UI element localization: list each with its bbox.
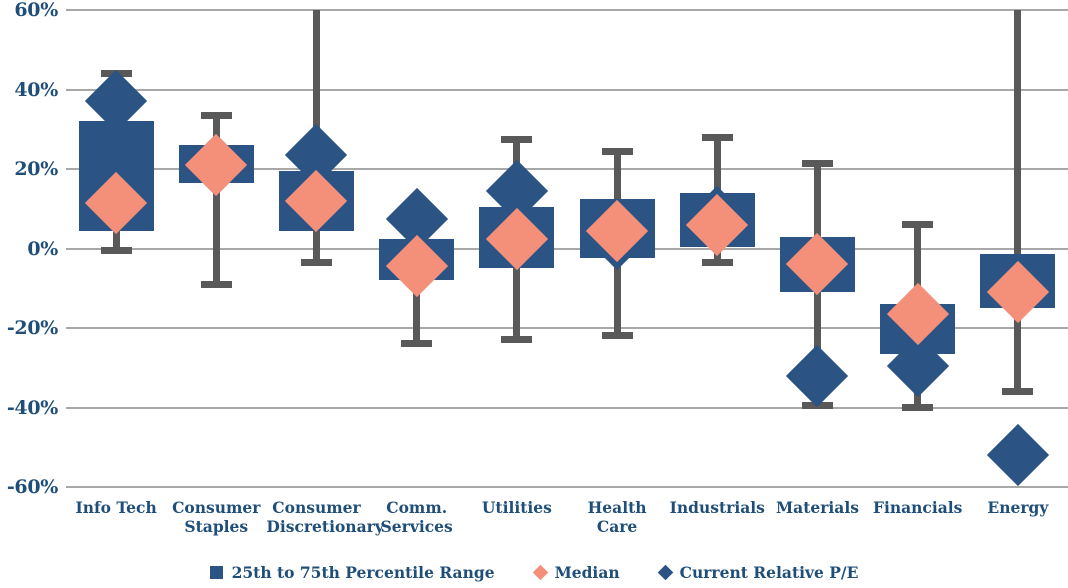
legend-item-median[interactable]: Median — [532, 562, 620, 582]
legend-label: Median — [554, 562, 620, 582]
y-axis-tick-label: -40% — [6, 396, 58, 419]
current-pe-marker — [786, 344, 849, 407]
legend-label: 25th to 75th Percentile Range — [231, 562, 495, 582]
x-axis-tick-label: Energy — [968, 498, 1068, 517]
y-axis-tick-label: 20% — [14, 158, 58, 180]
gridline-20 — [66, 168, 1068, 170]
whisker-cap-lower — [300, 258, 332, 266]
x-axis-tick-label-line: Materials — [776, 498, 859, 517]
legend-label: Current Relative P/E — [679, 562, 859, 582]
box-plot-series — [767, 0, 867, 495]
box-plot-series — [367, 0, 467, 495]
x-axis-tick-label-line: Discretionary — [266, 517, 384, 536]
gridline-40 — [66, 88, 1068, 91]
whisker-cap-upper — [200, 111, 232, 119]
legend-diamond-icon — [532, 564, 548, 580]
legend-item-current[interactable]: Current Relative P/E — [657, 562, 859, 582]
x-axis-tick-label-line: Industrials — [669, 498, 765, 517]
gridline-0 — [66, 247, 1068, 250]
gridline-neg20 — [66, 327, 1068, 329]
x-axis-tick-label: Utilities — [467, 498, 567, 517]
whisker-cap-lower — [902, 404, 934, 411]
box-plot-series — [166, 0, 266, 495]
y-axis-tick-label: -60% — [6, 476, 58, 498]
y-axis-tick-label: -20% — [6, 317, 58, 339]
x-axis-tick-label-line: Care — [596, 517, 638, 536]
x-axis-tick-label-line: Health — [587, 498, 647, 517]
whisker-line — [1014, 10, 1022, 392]
whisker-line — [212, 115, 220, 285]
gridline-neg60 — [66, 486, 1068, 488]
box-plot-series — [968, 0, 1068, 495]
x-axis-tick-label: Info Tech — [66, 498, 166, 517]
gridline-neg40 — [66, 406, 1068, 409]
x-axis-tick-label-line: Consumer — [172, 498, 261, 517]
whisker-cap-lower — [200, 280, 232, 288]
y-axis-tick-label: 0% — [27, 237, 58, 260]
whisker-cap-lower — [601, 332, 633, 340]
x-axis-tick-label-line: Energy — [987, 498, 1049, 517]
whisker-cap-lower — [701, 258, 733, 266]
box-plot-series — [567, 0, 667, 495]
plot-area: 60% 40% 20% 0% -20% -40% -60% — [6, 0, 1068, 498]
x-axis-tick-label-line: Info Tech — [75, 498, 157, 517]
x-axis-tick-label: Comm.Services — [367, 498, 467, 536]
x-axis-tick-label: Materials — [767, 498, 867, 517]
x-axis-tick-label: Industrials — [667, 498, 767, 517]
whisker-cap-lower — [1002, 388, 1034, 396]
legend-square-icon — [209, 565, 223, 579]
x-axis-tick-label-line: Consumer — [272, 498, 361, 517]
chart-legend: 25th to 75th Percentile Range Median Curre… — [0, 556, 1068, 588]
whisker-cap-lower — [401, 340, 433, 348]
box-plot-series — [868, 0, 968, 495]
box-plot-series — [667, 0, 767, 495]
whisker-cap-upper — [902, 221, 934, 229]
box-plot-series — [66, 0, 166, 495]
whisker-cap-upper — [501, 135, 533, 143]
x-axis-tick-label-line: Services — [380, 517, 453, 536]
legend-item-range[interactable]: 25th to 75th Percentile Range — [209, 562, 495, 582]
median-marker — [185, 133, 248, 197]
x-axis-tick-label-line: Staples — [184, 517, 249, 536]
x-axis-tick-label-line: Financials — [872, 498, 963, 517]
y-axis-tick-label: 40% — [14, 78, 58, 101]
whisker-cap-lower — [501, 336, 533, 344]
box-plot-series — [266, 0, 366, 495]
whisker-cap-upper — [701, 133, 733, 141]
whisker-cap-upper — [601, 147, 633, 155]
y-axis-tick-label: 60% — [14, 0, 58, 21]
current-pe-marker — [986, 424, 1050, 487]
x-axis-tick-label: Financials — [868, 498, 968, 517]
gridline-60 — [66, 9, 1068, 11]
x-axis-tick-label-line: Utilities — [481, 498, 552, 517]
box-plot-series — [467, 0, 567, 495]
whisker-cap-lower — [100, 246, 132, 254]
legend-diamond-icon — [657, 564, 673, 580]
x-axis-tick-label-line: Comm. — [386, 498, 448, 517]
whisker-cap-upper — [801, 159, 833, 167]
